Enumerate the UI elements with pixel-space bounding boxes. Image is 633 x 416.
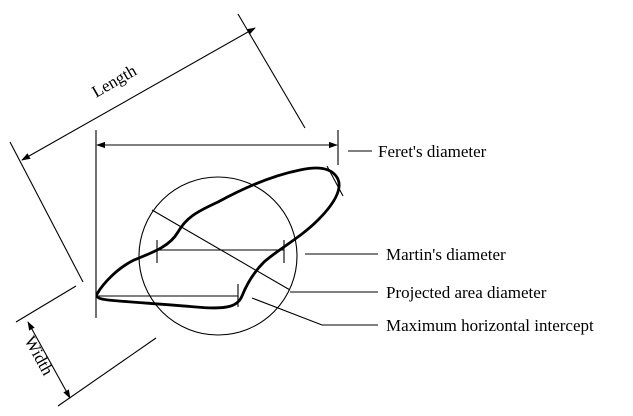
projected-area-diameter-label: Projected area diameter xyxy=(386,283,547,302)
ferets-diameter-label: Feret's diameter xyxy=(378,142,487,161)
projected-area-diameter-line xyxy=(151,209,291,291)
width-label: Width xyxy=(21,333,58,379)
length-arrow-line xyxy=(21,27,256,161)
width-extension-line-bottom xyxy=(57,337,157,407)
width-extension-line-top xyxy=(15,285,77,323)
projected-area-diameter xyxy=(151,209,378,293)
length-extension-line-left xyxy=(9,141,84,283)
particle-corner-tick xyxy=(326,165,344,197)
martins-diameter-label: Martin's diameter xyxy=(386,245,506,264)
length-label: Length xyxy=(89,61,141,102)
projected-area-circle xyxy=(138,176,298,336)
intercept-leader-line xyxy=(251,297,378,326)
maximum-horizontal-intercept xyxy=(99,284,378,326)
maximum-horizontal-intercept-label: Maximum horizontal intercept xyxy=(386,316,594,335)
width-dimension xyxy=(15,285,157,407)
width-arrow-line xyxy=(27,321,71,399)
ferets-diameter-dimension xyxy=(95,130,372,318)
length-extension-line-right xyxy=(237,13,306,129)
particle-outline xyxy=(95,166,341,310)
length-dimension xyxy=(9,13,306,283)
